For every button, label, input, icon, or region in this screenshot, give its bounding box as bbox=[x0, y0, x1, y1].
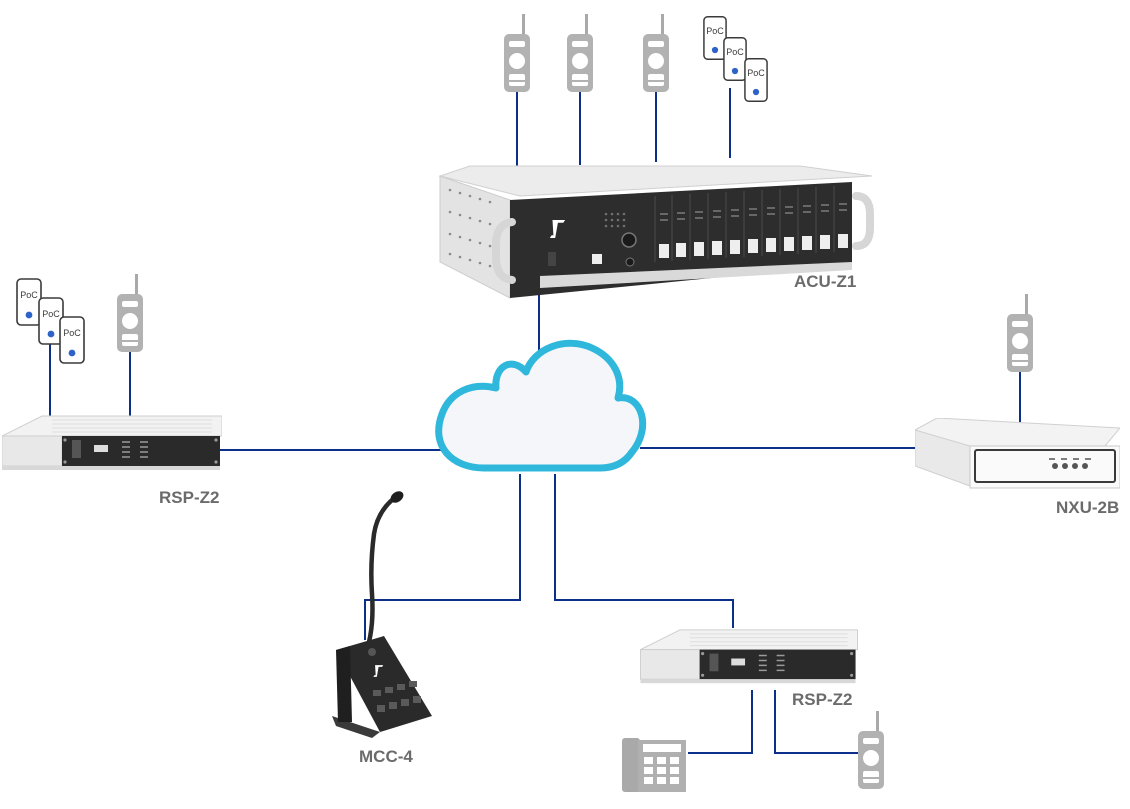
poc-badge: PoC bbox=[706, 26, 724, 36]
smartphone-icon bbox=[744, 57, 768, 103]
poc-badge: PoC bbox=[42, 309, 60, 319]
acu-z1-label: ACU-Z1 bbox=[794, 272, 857, 291]
mcc-4-console bbox=[332, 491, 432, 738]
smartphone-icon bbox=[59, 316, 85, 364]
poc-badge: PoC bbox=[63, 328, 81, 338]
rsp-z2-left-device bbox=[2, 415, 222, 471]
poc-phone-group-left: PoC PoC PoC bbox=[16, 278, 85, 364]
poc-badge: PoC bbox=[20, 290, 38, 300]
poc-phone-group-top: PoC PoC PoC bbox=[703, 15, 768, 103]
nxu-2b-device bbox=[915, 418, 1120, 489]
radio-icon bbox=[643, 14, 669, 92]
link-rsp-phone bbox=[688, 690, 753, 754]
connection-lines bbox=[49, 88, 1021, 754]
nxu-2b-label: NXU-2B bbox=[1056, 498, 1120, 517]
link-cloud-mcc bbox=[364, 474, 521, 640]
radio-icon bbox=[504, 14, 530, 92]
rsp-z2-bottom-label: RSP-Z2 bbox=[792, 690, 853, 709]
desk-phone-icon bbox=[622, 738, 686, 792]
smartphone-icon bbox=[16, 278, 42, 326]
rsp-z2-left-label: RSP-Z2 bbox=[159, 488, 220, 507]
smartphone-icon bbox=[703, 15, 727, 61]
network-cloud bbox=[435, 339, 647, 472]
radio-icon bbox=[567, 14, 593, 92]
radio-icon bbox=[858, 711, 884, 789]
acu-z1-rack bbox=[438, 165, 874, 299]
link-rsp-radio bbox=[774, 690, 858, 754]
poc-badge: PoC bbox=[747, 68, 765, 78]
mcc-4-label: MCC-4 bbox=[359, 747, 413, 766]
radio-icon bbox=[117, 274, 143, 352]
rsp-z2-bottom-device bbox=[640, 629, 858, 684]
link-cloud-rsp-bottom bbox=[554, 474, 734, 628]
radio-icon bbox=[1007, 294, 1033, 372]
poc-badge: PoC bbox=[726, 47, 744, 57]
smartphone-icon bbox=[723, 36, 747, 82]
